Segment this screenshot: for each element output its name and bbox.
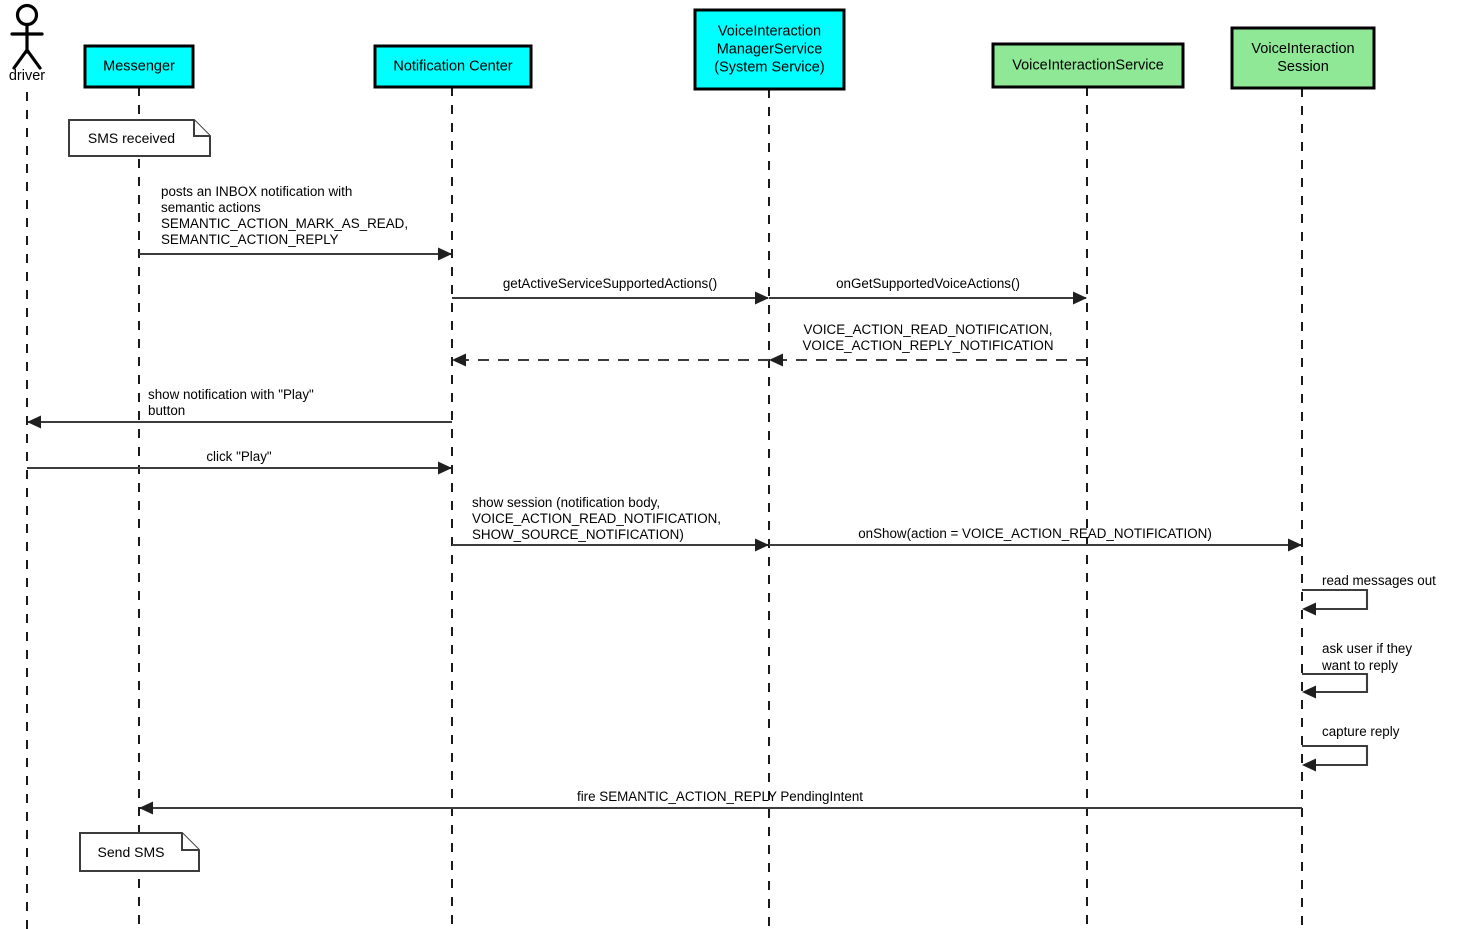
actor-layer: driver [9, 3, 45, 85]
self-call-label-line: capture reply [1322, 724, 1400, 739]
participant-label-line: VoiceInteractionService [1012, 57, 1164, 73]
msg-click-play[interactable]: click "Play" [27, 449, 452, 475]
note-label: SMS received [88, 130, 175, 146]
self-call-label-line: ask user if they [1322, 641, 1412, 656]
msg-show-notification-with-play-button[interactable]: show notification with "Play"button [27, 387, 452, 429]
arrowhead-icon [438, 461, 452, 475]
message-label-line: click "Play" [206, 449, 272, 464]
participant-label-line: Session [1277, 59, 1329, 75]
msg-return-voice-actions-to-notification-center[interactable] [452, 353, 769, 367]
arrowhead-icon [755, 291, 769, 305]
arrowhead-icon [27, 415, 41, 429]
arrowhead-icon [769, 353, 783, 367]
participant-box [693, 8, 846, 91]
message-label-line: onGetSupportedVoiceActions() [836, 276, 1020, 291]
participant-label-line: Messenger [103, 58, 175, 74]
note-fold-corner [181, 833, 199, 851]
message-label-line: VOICE_ACTION_READ_NOTIFICATION, [803, 322, 1052, 337]
note-body [68, 119, 211, 157]
participant-box [83, 44, 195, 89]
arrowhead-icon [1302, 602, 1316, 616]
arrowhead-icon [1302, 685, 1316, 699]
arrowhead-icon [452, 353, 466, 367]
message-label-line: SHOW_SOURCE_NOTIFICATION) [472, 527, 684, 542]
participant-box [373, 44, 533, 89]
self-call-path [1302, 672, 1369, 694]
actor-leg-left [12, 48, 29, 70]
arrowhead-icon [1073, 291, 1087, 305]
message-label-line: SEMANTIC_ACTION_REPLY [161, 232, 339, 247]
participant-label-line: Notification Center [393, 58, 512, 74]
message-label-line: show notification with "Play" [148, 387, 314, 402]
participant-voice-interaction-service[interactable]: VoiceInteractionService [991, 42, 1185, 89]
msg-post-inbox-notification[interactable]: posts an INBOX notification withsemantic… [139, 184, 452, 261]
selfcall-ask-user-if-they-want-to-reply[interactable]: ask user if they want to reply [1302, 641, 1412, 699]
msg-show-session[interactable]: show session (notification body,VOICE_AC… [452, 495, 769, 552]
message-label-line: VOICE_ACTION_READ_NOTIFICATION, [472, 511, 721, 526]
message-label-line: posts an INBOX notification with [161, 184, 352, 199]
actor-leg-right [25, 48, 42, 70]
note-sms-received: SMS received [68, 119, 211, 157]
note-body [79, 832, 200, 872]
participant-box [1230, 26, 1376, 90]
messages-layer: posts an INBOX notification withsemantic… [27, 184, 1302, 815]
message-label-line: SEMANTIC_ACTION_MARK_AS_READ, [161, 216, 408, 231]
participant-messenger[interactable]: Messenger [83, 44, 195, 89]
participant-label-line: VoiceInteraction [718, 23, 821, 39]
arrowhead-icon [1288, 538, 1302, 552]
message-label-line: show session (notification body, [472, 495, 660, 510]
participant-box [991, 42, 1185, 89]
self-call-path [1302, 588, 1369, 611]
note-send-sms: Send SMS [79, 832, 200, 872]
driver-actor[interactable]: driver [9, 3, 45, 85]
message-label-line: button [148, 403, 185, 418]
participant-label-line: VoiceInteraction [1251, 41, 1354, 57]
message-label-line: onShow(action = VOICE_ACTION_READ_NOTIFI… [858, 526, 1212, 541]
actor-head-icon [15, 3, 39, 27]
participant-notification-center[interactable]: Notification Center [373, 44, 533, 89]
selfcall-capture-reply[interactable]: capture reply [1302, 724, 1400, 772]
arrowhead-icon [438, 247, 452, 261]
message-label-line: getActiveServiceSupportedActions() [503, 276, 717, 291]
msg-fire-semantic-action-reply-pending-intent[interactable]: fire SEMANTIC_ACTION_REPLY PendingIntent [139, 789, 1302, 815]
actor-label: driver [9, 68, 45, 84]
msg-get-active-service-supported-actions[interactable]: getActiveServiceSupportedActions() [452, 276, 769, 305]
selfcall-read-messages-out[interactable]: read messages out [1302, 573, 1436, 616]
participant-label-line: (System Service) [714, 59, 824, 75]
msg-on-show-action[interactable]: onShow(action = VOICE_ACTION_READ_NOTIFI… [769, 526, 1302, 552]
message-label-line: VOICE_ACTION_REPLY_NOTIFICATION [803, 338, 1054, 353]
arrowhead-icon [1302, 758, 1316, 772]
note-label: Send SMS [98, 844, 165, 860]
note-fold-corner [193, 120, 210, 137]
participant-label-line: ManagerService [717, 41, 823, 57]
participants-layer: Messenger Notification Center VoiceInterac… [83, 8, 1376, 91]
lifelines-layer [26, 87, 1303, 929]
arrowhead-icon [139, 801, 153, 815]
self-call-label-line: want to reply [1321, 658, 1398, 673]
msg-on-get-supported-voice-actions[interactable]: onGetSupportedVoiceActions() [769, 276, 1087, 305]
msg-return-voice-actions-to-manager[interactable]: VOICE_ACTION_READ_NOTIFICATION,VOICE_ACT… [769, 322, 1087, 367]
self-calls-layer: read messages out ask user if they want to… [1302, 573, 1436, 772]
message-label-line: fire SEMANTIC_ACTION_REPLY PendingIntent [577, 789, 863, 804]
self-call-path [1302, 744, 1369, 767]
self-call-label-line: read messages out [1322, 573, 1436, 588]
arrowhead-icon [755, 538, 769, 552]
message-label-line: semantic actions [161, 200, 261, 215]
